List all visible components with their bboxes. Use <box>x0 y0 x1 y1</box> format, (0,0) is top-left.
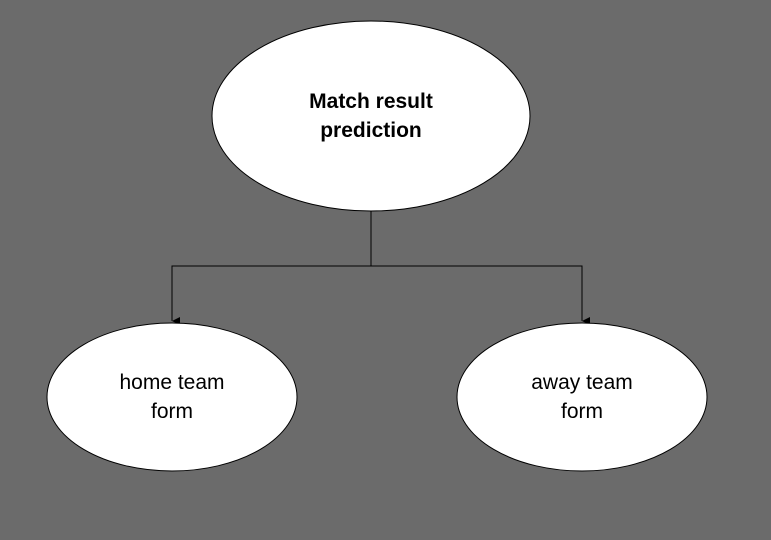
home-team-form-node-ellipse[interactable] <box>46 322 298 472</box>
root-node-label: Match result prediction <box>309 90 433 142</box>
connector-root-to-away-team-form <box>370 211 590 325</box>
home-team-form-label: home team form <box>119 371 225 423</box>
connector-root-to-home-team-form <box>171 211 372 325</box>
root-node-ellipse[interactable] <box>211 20 531 212</box>
away-team-form-node-ellipse[interactable] <box>456 322 708 472</box>
away-team-form-label: away team form <box>531 371 633 423</box>
